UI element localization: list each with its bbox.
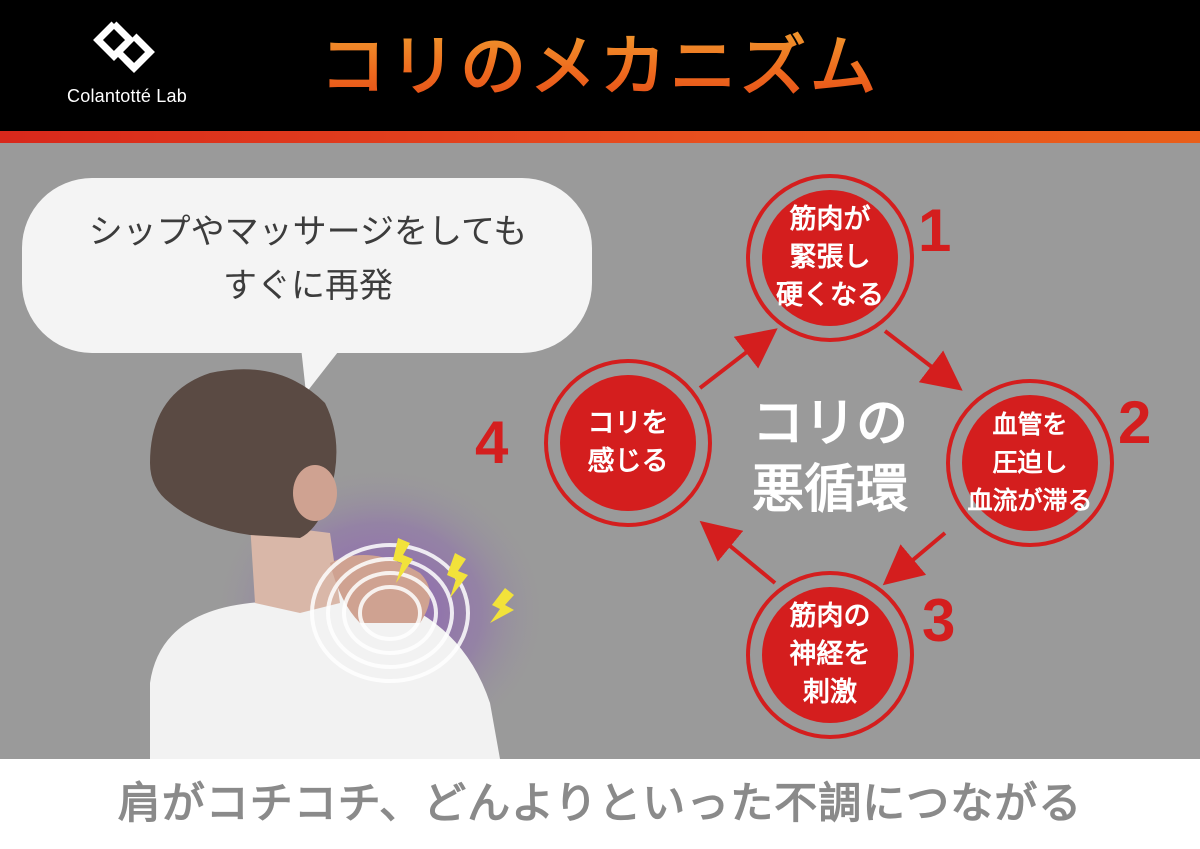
step-number-3: 3 <box>922 587 956 654</box>
speech-line-2: すぐに再発 <box>223 266 393 306</box>
header-accent-stripe <box>0 131 1200 143</box>
node-2-line-3: 血流が滞る <box>967 486 1093 515</box>
colantotte-logo-icon <box>93 21 155 73</box>
node-1-line-2: 緊張し <box>789 242 871 273</box>
step-number-4: 4 <box>475 409 509 476</box>
node-4-line-1: コリを <box>587 408 669 439</box>
step-number-2: 2 <box>1118 389 1152 456</box>
brand-logo: Colantotté Lab <box>62 14 192 114</box>
center-line-1: コリの <box>751 394 908 454</box>
cycle-node-2-text: 血管を 圧迫し 血流が滞る <box>950 406 1110 520</box>
page-title: コリのメカニズム <box>300 22 900 112</box>
node-3-line-2: 神経を <box>789 639 871 670</box>
logo-text: Colantotté Lab <box>67 86 187 106</box>
node-4-line-2: 感じる <box>587 446 669 477</box>
cycle-node-4 <box>544 359 712 527</box>
header-bar: Colantotté Lab コリのメカニズム <box>0 0 1200 131</box>
speech-bubble <box>22 178 592 393</box>
speech-bubble-text: シップやマッサージをしても すぐに再発 <box>48 205 568 313</box>
node-1-line-1: 筋肉が <box>789 204 871 235</box>
node-3-line-3: 刺激 <box>803 677 857 708</box>
step-number-1: 1 <box>918 197 952 264</box>
cycle-node-2 <box>946 379 1114 547</box>
illustration-area: シップやマッサージをしても すぐに再発 コリの 悪循環 筋肉が 緊張し 硬くなる… <box>0 143 1200 759</box>
cycle-node-4-text: コリを 感じる <box>560 405 696 481</box>
center-line-2: 悪循環 <box>751 460 908 520</box>
speech-line-1: シップやマッサージをしても <box>88 212 528 252</box>
node-2-line-1: 血管を <box>992 410 1068 439</box>
cycle-node-1-text: 筋肉が 緊張し 硬くなる <box>762 201 898 315</box>
scene-illustration <box>22 174 1114 759</box>
footer-bar: 肩がコチコチ、どんよりといった不調につながる <box>0 759 1200 849</box>
cycle-arrows <box>698 328 963 586</box>
footer-caption: 肩がコチコチ、どんよりといった不調につながる <box>117 779 1083 829</box>
cycle-node-1 <box>746 174 914 342</box>
node-3-line-1: 筋肉の <box>789 601 871 632</box>
node-1-line-3: 硬くなる <box>776 280 884 311</box>
pain-lightning-icon <box>393 538 514 623</box>
cycle-node-3-text: 筋肉の 神経を 刺激 <box>762 598 898 712</box>
cycle-node-3 <box>746 571 914 739</box>
person-illustration <box>150 369 550 759</box>
node-2-line-2: 圧迫し <box>992 448 1068 477</box>
cycle-center-label: コリの 悪循環 <box>720 391 940 523</box>
